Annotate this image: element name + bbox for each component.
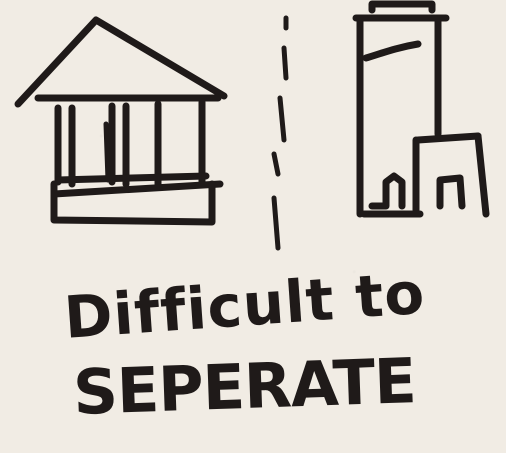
house-icon [14, 16, 228, 226]
divider-dashed-line [271, 15, 289, 251]
caption-line-2: SEPERATE [72, 344, 417, 429]
tower-building-icon [352, 0, 490, 218]
